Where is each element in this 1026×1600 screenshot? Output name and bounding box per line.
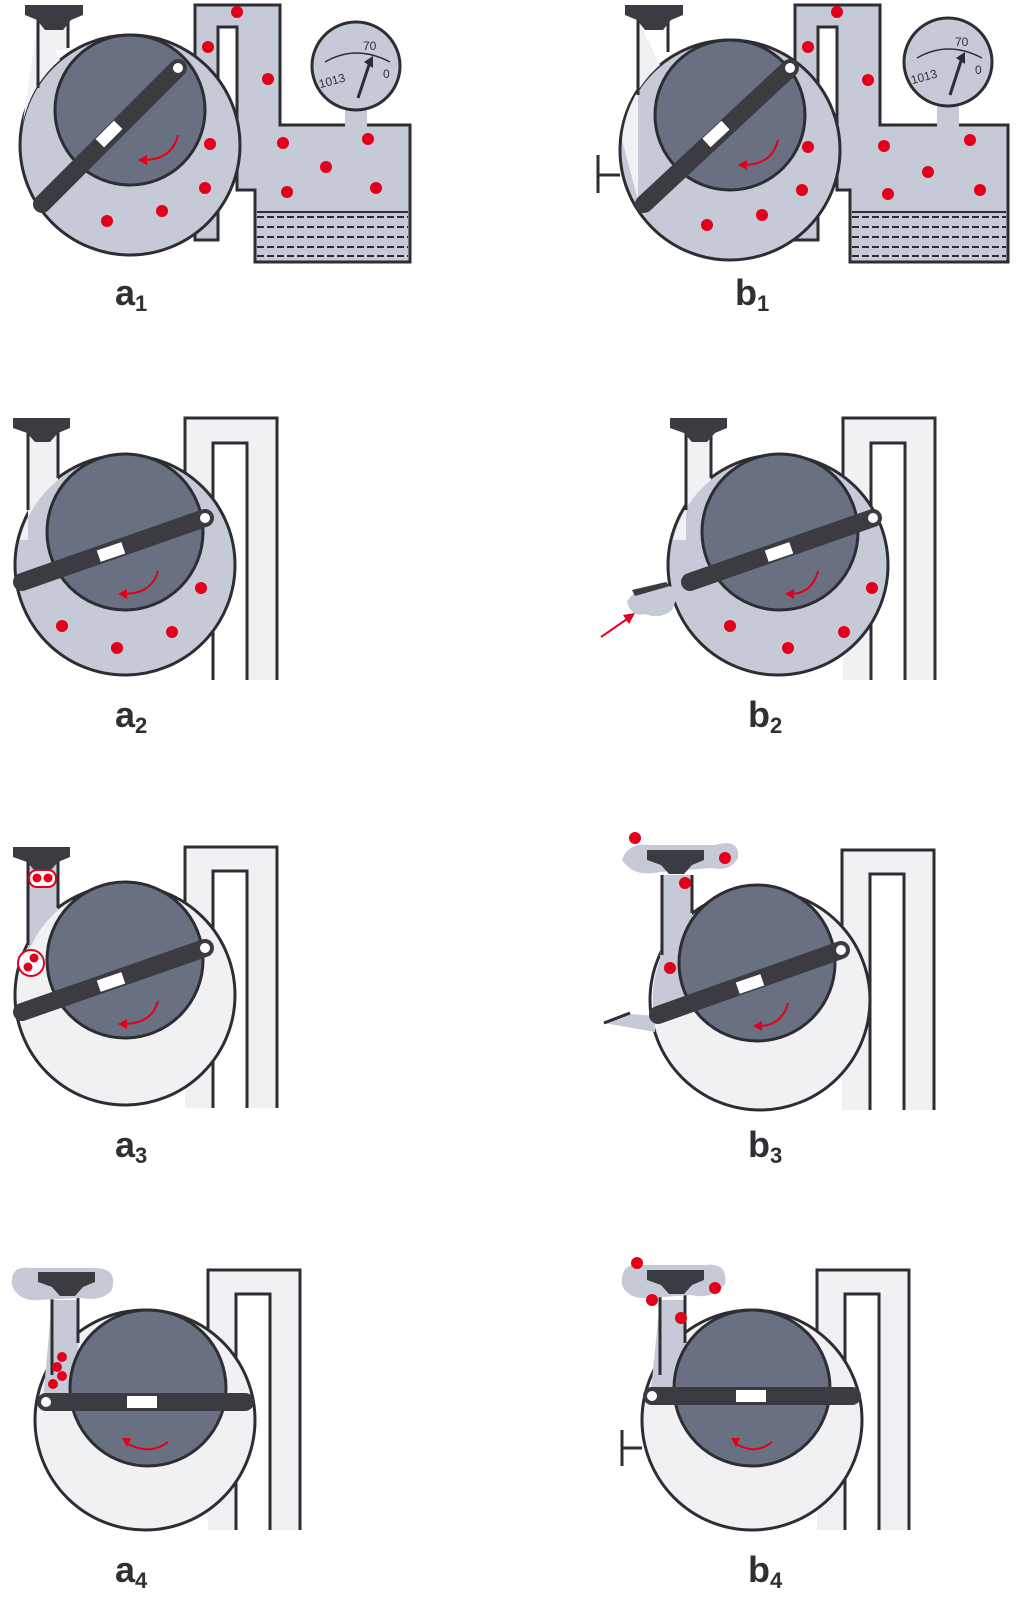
panel-b3: b3: [603, 832, 936, 1168]
gas-ballast-valve-icon: [627, 582, 680, 617]
rotation-arrow-icon: [122, 1000, 159, 1025]
vane: [37, 1393, 254, 1411]
rotation-arrow-icon: [125, 1441, 169, 1451]
vane: [13, 509, 214, 591]
rotation-arrow-icon: [142, 134, 179, 161]
vane: [681, 509, 882, 591]
oil-reservoir: [852, 216, 1006, 257]
exhaust-chamber: [193, 3, 412, 264]
exhaust-valve-icon: [13, 847, 70, 871]
panel-a3: a3: [13, 845, 279, 1168]
exhaust-valve-icon: [38, 1272, 95, 1296]
gas-particles: [101, 6, 382, 227]
panel-a2: a2: [13, 416, 279, 738]
vane: [643, 1387, 861, 1405]
inlet-flange: [13, 418, 70, 442]
panel-b2: b2: [600, 416, 937, 738]
rotation-arrow-icon: [742, 139, 779, 166]
panel-label-b1: b1: [735, 272, 769, 316]
exhaust-duct: [185, 418, 277, 680]
exhaust-duct: [842, 850, 934, 1110]
vane: [13, 939, 214, 1021]
panel-label-a3: a3: [115, 1124, 147, 1168]
inlet-flange: [25, 5, 83, 30]
exhaust-valve-icon: [647, 1270, 704, 1294]
gas-particles: [629, 832, 731, 974]
condensed-droplets: [17, 869, 57, 977]
panel-label-a2: a2: [115, 694, 147, 738]
vane: [33, 59, 187, 213]
panel-label-a4: a4: [115, 1549, 148, 1593]
rotation-arrow-icon: [734, 1441, 773, 1451]
exhaust-chamber: [793, 3, 1010, 264]
gauge-value-70: 70: [363, 39, 377, 53]
rotor: [45, 452, 205, 612]
panel-a1: 1013 70 0 a1: [18, 3, 412, 316]
air-inflow-arrow: [600, 616, 631, 638]
panel-label-b2: b2: [748, 694, 782, 738]
exhaust-valve-icon: [647, 850, 704, 874]
panel-label-b3: b3: [748, 1124, 782, 1168]
rotation-arrow-icon: [122, 570, 159, 595]
gas-ballast-valve-icon: [596, 155, 620, 193]
panel-a4: a4: [11, 1267, 302, 1593]
gas-particles: [724, 582, 878, 654]
gauge-value-0: 0: [975, 63, 982, 77]
gas-ballast-valve-icon: [620, 1430, 642, 1466]
panel-b1: 1013 70 0 b1: [596, 3, 1010, 316]
panel-label-b4: b4: [748, 1549, 783, 1593]
condensed-droplets: [48, 1352, 67, 1389]
gas-particles: [701, 6, 986, 231]
gauge-value-1013: 1013: [909, 67, 939, 88]
rotor: [68, 1308, 228, 1468]
panel-label-a1: a1: [115, 272, 147, 316]
gauge-value-70: 70: [955, 35, 969, 49]
vane: [649, 941, 850, 1024]
vane: [635, 59, 799, 213]
gauge-value-1013: 1013: [317, 71, 347, 92]
inlet-flange: [670, 418, 727, 442]
gauge-value-0: 0: [383, 67, 390, 81]
inlet-flange: [625, 5, 683, 30]
panel-b4: b4: [620, 1257, 911, 1593]
gas-ballast-valve-icon: [603, 1011, 655, 1032]
pressure-gauge-icon: 1013 70 0: [310, 20, 402, 127]
gas-particles: [56, 582, 207, 654]
pressure-gauge-icon: 1013 70 0: [902, 16, 994, 127]
gas-particles: [631, 1257, 721, 1324]
oil-reservoir: [257, 216, 408, 257]
